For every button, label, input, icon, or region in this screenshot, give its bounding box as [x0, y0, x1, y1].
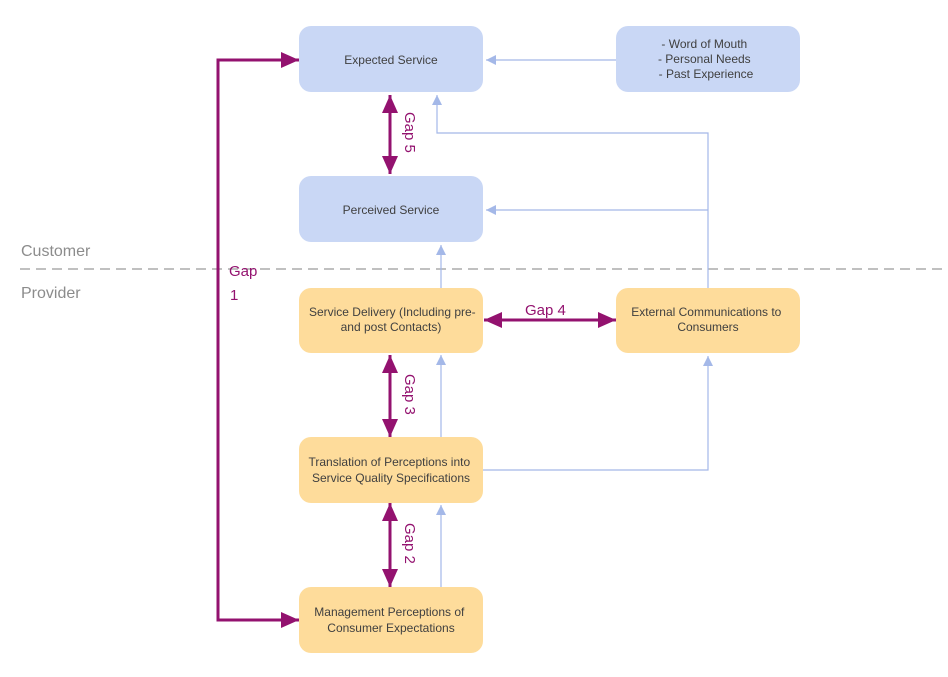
gap-1-connector-bottom [216, 340, 299, 628]
gap-1-connector-top [216, 52, 299, 340]
gap-4-label: Gap 4 [525, 302, 566, 319]
provider-zone-label: Provider [21, 285, 81, 302]
node-external-communications[interactable]: External Communications to Consumers [616, 288, 800, 353]
gap-connectors [216, 52, 616, 628]
influence-past-experience: - Past Experience [659, 67, 754, 81]
gap-2-label: Gap 2 [401, 523, 418, 564]
service-delivery-label: Service Delivery (Including pre- and pos… [309, 305, 479, 334]
gap-1-label-line2: 1 [230, 287, 238, 304]
translation-label: Translation of Perceptions into Service … [309, 455, 474, 485]
gap-3-label: Gap 3 [401, 374, 418, 415]
node-expected-service[interactable]: Expected Service [299, 26, 483, 92]
node-perceived-service[interactable]: Perceived Service [299, 176, 483, 242]
perceived-service-label: Perceived Service [343, 203, 440, 217]
gap-1-label: Gap 1 [229, 263, 262, 304]
customer-zone-label: Customer [21, 243, 91, 260]
flow-arrow-translation-to-external [483, 356, 713, 471]
gap-1-label-line1: Gap [229, 263, 257, 280]
node-management-perceptions[interactable]: Management Perceptions of Consumer Expec… [299, 587, 483, 653]
expected-service-label: Expected Service [344, 53, 438, 67]
external-communications-label: External Communications to Consumers [631, 305, 784, 334]
influences-label: - Word of Mouth - Personal Needs - Past … [658, 37, 754, 81]
flow-arrow-external-to-expected [432, 95, 709, 210]
node-service-delivery[interactable]: Service Delivery (Including pre- and pos… [299, 288, 483, 353]
node-influences[interactable]: - Word of Mouth - Personal Needs - Past … [616, 26, 800, 92]
management-perceptions-label: Management Perceptions of Consumer Expec… [314, 605, 467, 635]
flow-connectors [432, 55, 713, 587]
gap-5-label: Gap 5 [401, 112, 418, 153]
node-translation[interactable]: Translation of Perceptions into Service … [299, 437, 483, 503]
influence-word-of-mouth: - Word of Mouth [661, 37, 747, 51]
influence-personal-needs: - Personal Needs [658, 52, 751, 66]
